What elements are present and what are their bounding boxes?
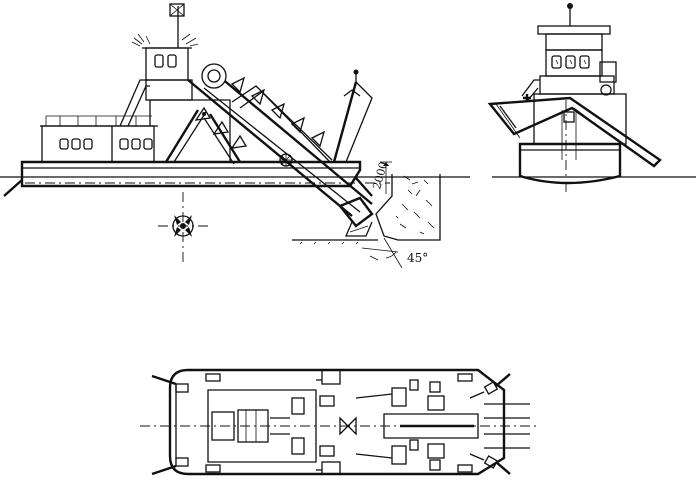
river-bank <box>292 161 441 269</box>
end-wheelhouse-roof <box>537 25 611 35</box>
end-elevation-view <box>487 3 696 196</box>
plan-ladder-well <box>383 413 479 439</box>
depth-label: 2000 <box>370 160 390 190</box>
ladder-hoist-frame <box>330 69 373 163</box>
side-flag <box>169 3 185 17</box>
end-windows <box>551 55 590 69</box>
angle-label: 45° <box>407 251 428 265</box>
plan-view <box>140 368 540 476</box>
deck-winch <box>279 153 293 167</box>
side-elevation-view: 2000 45° <box>0 3 470 269</box>
plan-hull <box>168 368 506 476</box>
side-wheelhouse <box>145 47 189 81</box>
bucket-ladder <box>187 63 374 237</box>
side-hull <box>20 160 362 188</box>
propeller-symbol <box>158 192 208 262</box>
plan-engine-room <box>207 389 317 463</box>
discharge-chutes <box>487 96 662 168</box>
end-hull <box>518 142 622 185</box>
plan-mooring-lines <box>151 373 530 476</box>
side-deckhouse <box>41 125 155 163</box>
side-windows-left <box>59 138 153 150</box>
